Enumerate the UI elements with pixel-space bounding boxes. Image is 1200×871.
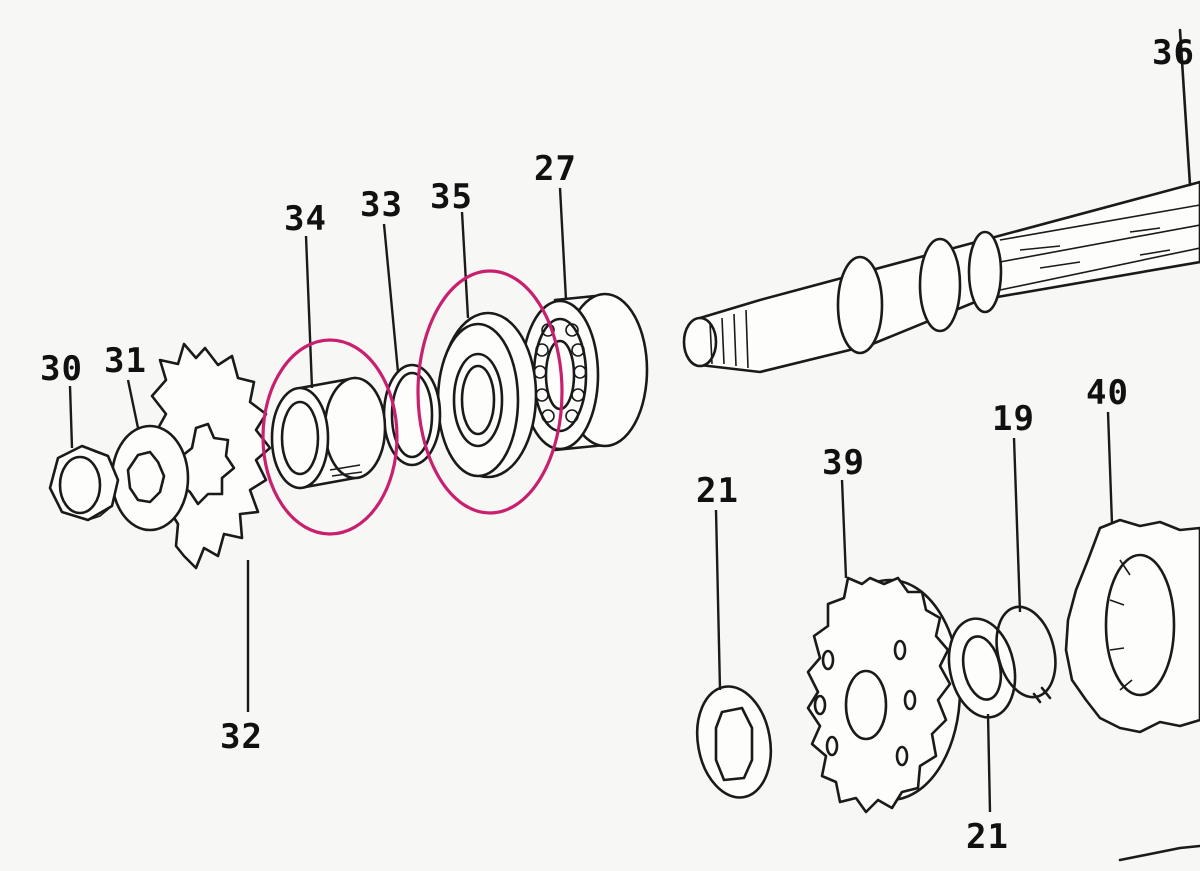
- leader-lines: [68, 187, 1114, 813]
- shaft-36: [682, 28, 1200, 374]
- label-19: 19: [992, 399, 1035, 439]
- label-21-left: 21: [696, 471, 739, 511]
- label-27: 27: [534, 149, 577, 189]
- seal-35: [436, 311, 538, 479]
- label-31: 31: [104, 341, 147, 381]
- ring-33: [382, 363, 442, 467]
- label-40: 40: [1086, 373, 1129, 413]
- sleeve-34: [270, 376, 387, 490]
- gear-40: [1064, 518, 1200, 734]
- label-34: 34: [284, 199, 327, 239]
- label-36: 36: [1152, 33, 1195, 73]
- label-35: 35: [430, 177, 473, 217]
- highlight-circle-35: [416, 269, 564, 515]
- label-32: 32: [220, 717, 263, 757]
- gear-39: [806, 576, 962, 814]
- label-39: 39: [822, 443, 865, 483]
- nut-30: [48, 444, 120, 522]
- bearing-27: [520, 292, 649, 452]
- circlip-19: [995, 605, 1057, 704]
- washer-31: [110, 424, 190, 532]
- partial-part-corner: [1118, 844, 1200, 862]
- label-33: 33: [360, 185, 403, 225]
- washer-21-left: [695, 685, 773, 799]
- label-30: 30: [40, 349, 83, 389]
- highlight-circle-34: [261, 338, 399, 536]
- label-21-right: 21: [966, 817, 1009, 857]
- sprocket-32: [150, 342, 272, 570]
